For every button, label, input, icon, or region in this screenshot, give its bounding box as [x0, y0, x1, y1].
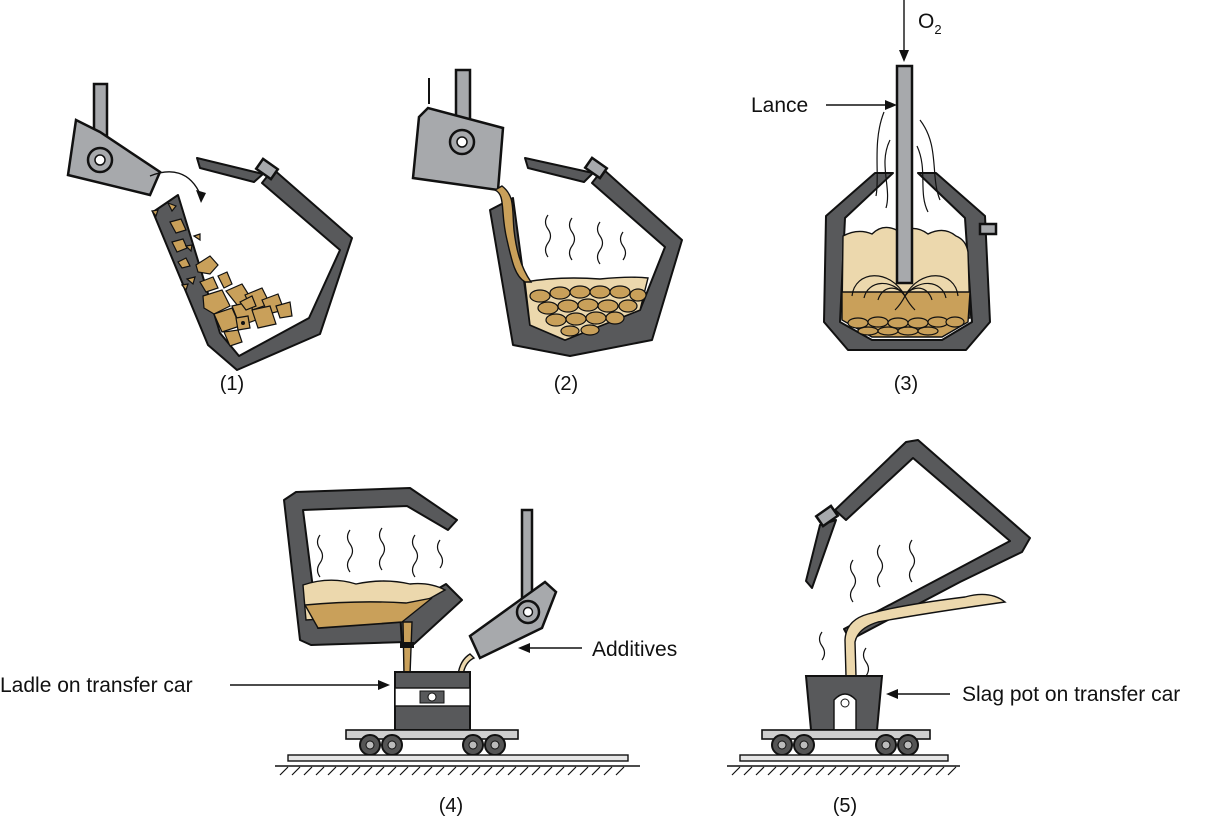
slag-pot-pointer-head: [886, 689, 898, 699]
fumes-4: [316, 527, 444, 578]
taphole: [400, 642, 414, 648]
slag-stream-5: [844, 593, 1007, 677]
rail-track-4: [275, 754, 640, 776]
hot-metal-stream: [493, 185, 533, 283]
step-1-caption: (1): [220, 373, 244, 395]
scrap-bed-2: [529, 285, 647, 337]
step-5-caption: (5): [833, 795, 857, 817]
lance-label: Lance: [751, 94, 808, 117]
step-5-slag-pouring: Slag pot on transfer car (5): [727, 439, 1180, 817]
ladle-transfer-car: [345, 729, 519, 756]
lance-pointer-head: [885, 100, 897, 110]
gas-swirls-3: [875, 111, 941, 213]
step-3-oxygen-blowing: O2 Lance (3): [751, 0, 998, 395]
oxygen-arrow-head: [899, 50, 909, 62]
step-1-scrap-charging: (1): [66, 82, 353, 395]
step-3-caption: (3): [894, 373, 918, 395]
oxygen-label-subscript: 2: [934, 22, 941, 37]
molten-steel-4: [303, 597, 433, 629]
slag-pot-label: Slag pot on transfer car: [962, 683, 1180, 706]
hot-metal-ladle: [411, 68, 505, 192]
slag-pot: [804, 675, 884, 731]
steel-ladle: [394, 671, 471, 731]
furnace-vessel-3: [823, 172, 998, 351]
charging-arrow: [149, 171, 202, 197]
charging-arrow-head: [196, 190, 206, 203]
fumes-5: [818, 539, 916, 677]
fumes-2: [544, 214, 627, 265]
ladle-label: Ladle on transfer car: [0, 674, 193, 697]
scrap-charging-box: [66, 82, 162, 197]
step-4-caption: (4): [439, 795, 463, 817]
additive-chute: [468, 508, 558, 660]
step-2-hot-metal-charging: (2): [411, 68, 683, 395]
furnace-vessel-1: [152, 157, 353, 371]
ladle-pointer-head: [378, 680, 390, 690]
additives-label: Additives: [592, 638, 677, 661]
step-4-tapping: Additives Ladle on transfer car (4): [0, 487, 677, 817]
steel-stream-4: [402, 621, 413, 676]
scrap-bed-3: [847, 316, 965, 336]
oxygen-label-o: O: [918, 10, 934, 33]
falling-scrap: [150, 201, 293, 347]
oxygen-lance: [895, 64, 914, 285]
oxygen-label: O2: [918, 10, 942, 37]
slag-transfer-car: [761, 729, 931, 756]
additives-pointer-head: [518, 643, 530, 653]
step-2-caption: (2): [554, 373, 578, 395]
circulation-lines: [851, 275, 959, 311]
furnace-vessel-5: [805, 439, 1031, 641]
rail-track-5: [727, 754, 960, 776]
